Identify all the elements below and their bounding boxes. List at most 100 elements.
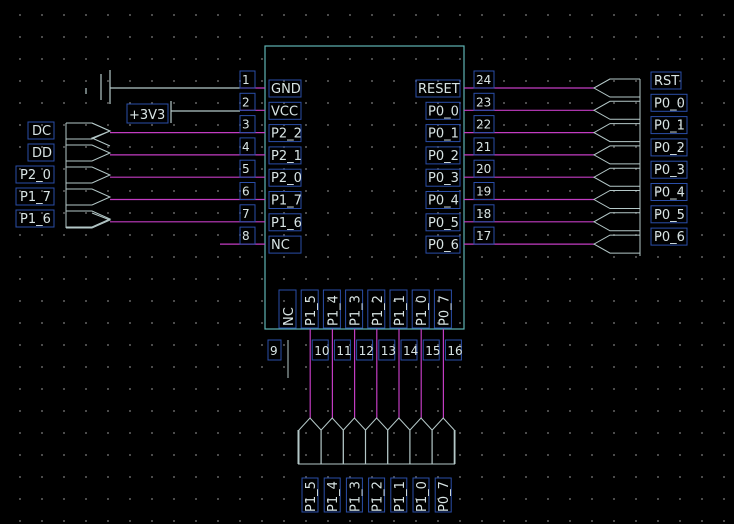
bottom-pin-13-label-box <box>367 289 386 329</box>
bottom-port-6-label-box <box>434 477 452 513</box>
right-pin-20-number: 20 <box>476 162 491 176</box>
left-pin-1-label: GND <box>271 82 301 97</box>
left-pin-6-label: P1_7 <box>271 194 302 209</box>
bottom-port-1-label: P1_4 <box>326 481 341 512</box>
right-port-0[interactable] <box>592 78 640 98</box>
left-port-2-label: P2_0 <box>20 168 51 183</box>
left-port-2[interactable] <box>66 166 112 184</box>
right-port-6-label-box <box>650 205 688 224</box>
bottom-port-group[interactable] <box>297 430 456 465</box>
bottom-pin-11-number: 11 <box>336 344 351 358</box>
bottom-pin-11-label-box <box>322 289 341 329</box>
left-port-0[interactable] <box>66 122 112 140</box>
right-pin-23-number-box <box>473 92 495 111</box>
bottom-port-4[interactable] <box>387 417 411 464</box>
right-port-3[interactable] <box>592 145 640 165</box>
right-pin-19-number: 19 <box>476 185 491 199</box>
gnd-power-symbol[interactable] <box>85 70 240 104</box>
bottom-port-1[interactable] <box>320 417 344 464</box>
left-port-1-label-box <box>27 143 55 162</box>
left-pin-1-number-box <box>239 70 256 89</box>
left-port-1[interactable] <box>66 144 112 162</box>
left-port-4-label-box <box>15 209 55 228</box>
right-pin-21-number-box <box>473 137 495 156</box>
left-port-2-label-box <box>15 165 55 184</box>
right-port-4-label-box <box>650 160 688 179</box>
bottom-pin-9-label-box <box>278 289 297 329</box>
bottom-pin-10-label-box <box>300 289 319 329</box>
right-pin-17-number-box <box>473 226 495 245</box>
right-pin-23-label-box <box>425 101 461 120</box>
right-pin-17-label-box <box>425 235 461 254</box>
left-port-0-label: DC <box>32 124 51 139</box>
bottom-pin-11-number-box <box>333 339 351 361</box>
left-pin-6-number-box <box>239 182 256 200</box>
right-pin-22-number-box <box>473 115 495 134</box>
right-pin-21-label: P0_2 <box>428 149 459 164</box>
left-pin-4-number-box <box>239 137 256 156</box>
left-pin-2-number: 2 <box>242 95 250 109</box>
left-pin-1-label-box <box>268 79 302 98</box>
left-pin-4-label: P2_1 <box>271 149 302 164</box>
left-pin-5-number: 5 <box>242 162 250 176</box>
vcc-power-label: +3V3 <box>129 108 165 123</box>
bottom-port-2[interactable] <box>342 417 366 464</box>
right-pin-19-label: P0_4 <box>428 194 459 209</box>
bottom-pin-15-label-box <box>411 289 430 329</box>
vcc-power-symbol[interactable] <box>126 101 240 124</box>
bottom-pin-14-label: P1_1 <box>393 295 408 326</box>
right-port-1[interactable] <box>592 100 640 120</box>
left-port-4[interactable] <box>66 210 112 228</box>
bottom-pin-15-number: 15 <box>425 344 440 358</box>
bottom-pin-15-label: P1_0 <box>415 295 430 326</box>
bottom-port-0[interactable] <box>298 417 322 464</box>
right-port-5[interactable] <box>592 190 640 209</box>
left-port-3-label-box <box>15 187 55 206</box>
bottom-pin-12-number: 12 <box>359 344 374 358</box>
right-port-1-label: P0_0 <box>654 96 685 111</box>
right-port-5-label-box <box>650 183 688 201</box>
left-pin-7-label: P1_6 <box>271 216 302 231</box>
right-port-7[interactable] <box>592 234 640 254</box>
right-port-6[interactable] <box>592 212 640 232</box>
bottom-pin-11-label: P1_4 <box>326 295 341 326</box>
left-pin-8-label-box <box>268 235 302 254</box>
chip-body[interactable] <box>264 45 465 330</box>
right-port-4-label: P0_3 <box>654 163 685 178</box>
right-pin-22-label: P0_1 <box>428 127 459 142</box>
left-pin-4-label-box <box>268 146 302 165</box>
right-port-2[interactable] <box>592 123 640 143</box>
right-pin-19-number-box <box>473 182 495 200</box>
right-pin-20-label-box <box>425 168 461 187</box>
left-pin-2-label-box <box>268 101 302 120</box>
bottom-port-0-label-box <box>301 477 319 513</box>
bottom-pin-13-number: 13 <box>381 344 396 358</box>
left-pin-2-number-box <box>239 92 256 111</box>
bottom-port-5-label: P1_0 <box>415 481 430 512</box>
right-port-group[interactable] <box>593 78 641 256</box>
bottom-pin-16-number: 16 <box>447 344 462 358</box>
right-pin-17-label: P0_6 <box>428 238 459 253</box>
bottom-port-5[interactable] <box>409 417 433 464</box>
bottom-port-6[interactable] <box>431 417 455 464</box>
right-port-5-label: P0_4 <box>654 186 685 201</box>
bottom-port-3[interactable] <box>365 417 389 464</box>
bottom-pin-9-number-box <box>267 339 282 361</box>
right-pin-21-label-box <box>425 146 461 165</box>
left-port-3[interactable] <box>66 188 112 206</box>
left-port-0-label-box <box>27 121 55 140</box>
bottom-port-4-label: P1_1 <box>393 481 408 512</box>
right-port-6-label: P0_5 <box>654 208 685 223</box>
left-pin-5-number-box <box>239 159 256 178</box>
bottom-pin-12-label-box <box>345 289 364 329</box>
left-pin-5-label: P2_0 <box>271 171 302 186</box>
right-port-4[interactable] <box>592 167 640 187</box>
left-pin-3-number-box <box>239 115 256 134</box>
left-port-1-label: DD <box>32 146 52 161</box>
bottom-port-4-label-box <box>390 477 408 513</box>
right-pin-24-label-box <box>415 79 461 98</box>
bottom-pin-10-number-box <box>311 339 329 361</box>
bottom-port-3-label: P1_2 <box>371 481 386 512</box>
bottom-pin-14-label-box <box>389 289 408 329</box>
